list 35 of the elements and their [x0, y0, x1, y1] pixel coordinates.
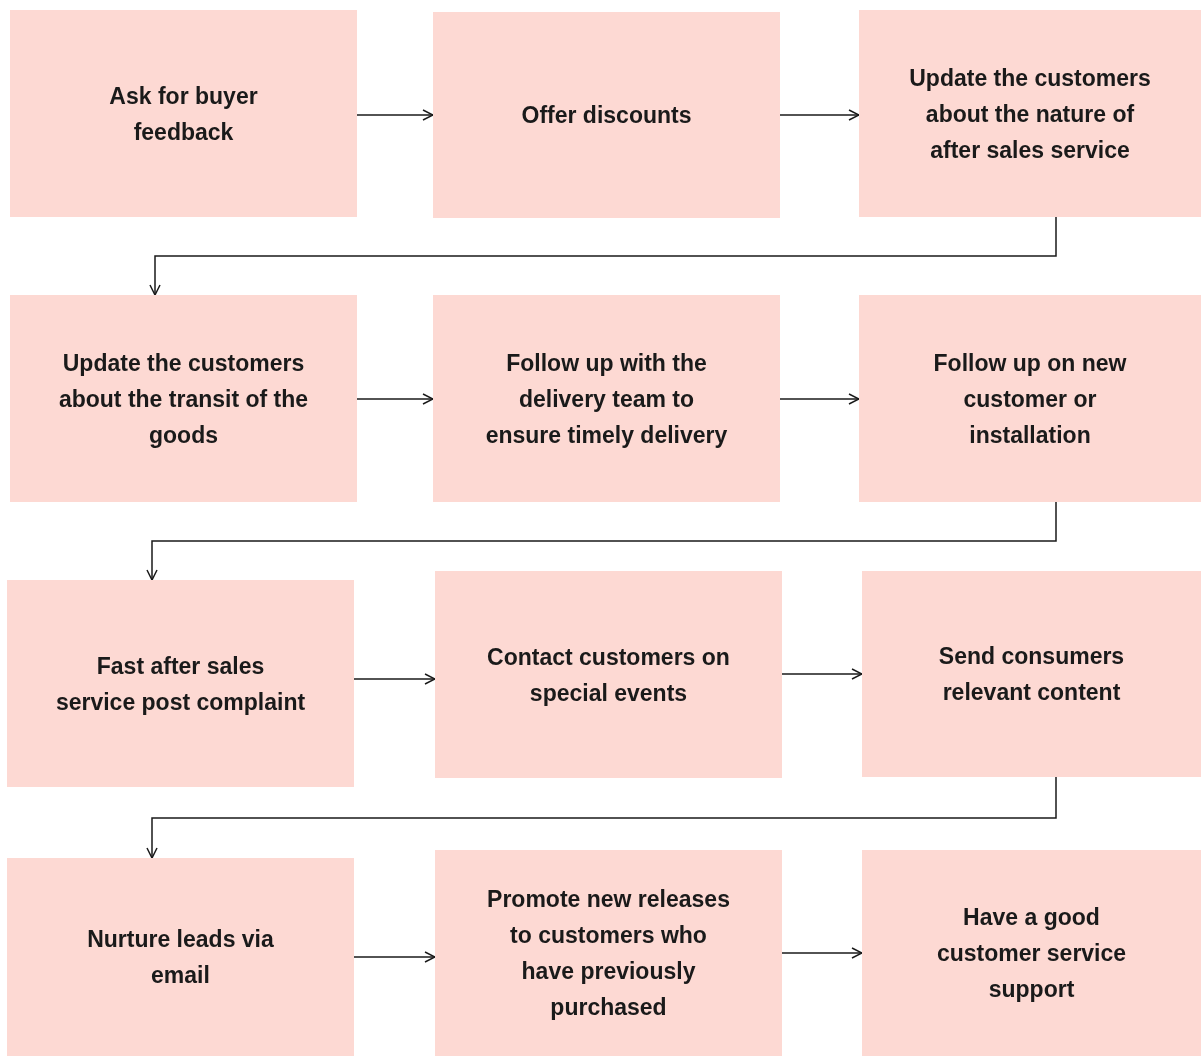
- step-text: Have a good customer service support: [935, 903, 1128, 1004]
- process-box: [435, 850, 782, 1056]
- process-box: [435, 571, 782, 778]
- step-text: Send consumers relevant content: [937, 642, 1126, 707]
- process-box: [10, 10, 357, 217]
- step-text: Update the customers about the nature of after sales service: [908, 63, 1152, 165]
- process-box: [10, 295, 357, 502]
- process-box: [7, 580, 354, 787]
- arrow: [779, 109, 860, 121]
- arrow: [779, 393, 860, 405]
- process-box: [433, 295, 780, 502]
- step-text: Follow up with the delivery team to ensure timely delivery: [484, 348, 729, 450]
- process-box: [433, 12, 780, 218]
- arrow: [146, 776, 1057, 859]
- arrow: [781, 947, 863, 959]
- arrow: [149, 216, 1057, 296]
- arrow: [356, 109, 434, 121]
- step-text: Ask for buyer feedback: [108, 81, 259, 147]
- step-text: Promote new releases to customers who have previously purchased: [486, 885, 731, 1022]
- arrow: [356, 393, 434, 405]
- step-text: Update the customers about the transit of the goods: [58, 348, 309, 450]
- arrow: [146, 501, 1057, 581]
- step-text: Fast after sales service post complaint: [55, 651, 306, 717]
- process-box: [7, 858, 354, 1056]
- process-box: [862, 571, 1201, 777]
- arrow: [353, 951, 436, 963]
- process-box: [859, 10, 1201, 217]
- step-text: Nurture leads via email: [86, 925, 275, 990]
- arrow: [781, 668, 863, 680]
- step-text: Offer discounts: [521, 101, 692, 130]
- process-box: [859, 295, 1201, 502]
- process-box: [862, 850, 1201, 1056]
- step-text: Contact customers on special events: [486, 642, 731, 708]
- arrow: [353, 673, 436, 685]
- step-text: Follow up on new customer or installation: [932, 348, 1128, 450]
